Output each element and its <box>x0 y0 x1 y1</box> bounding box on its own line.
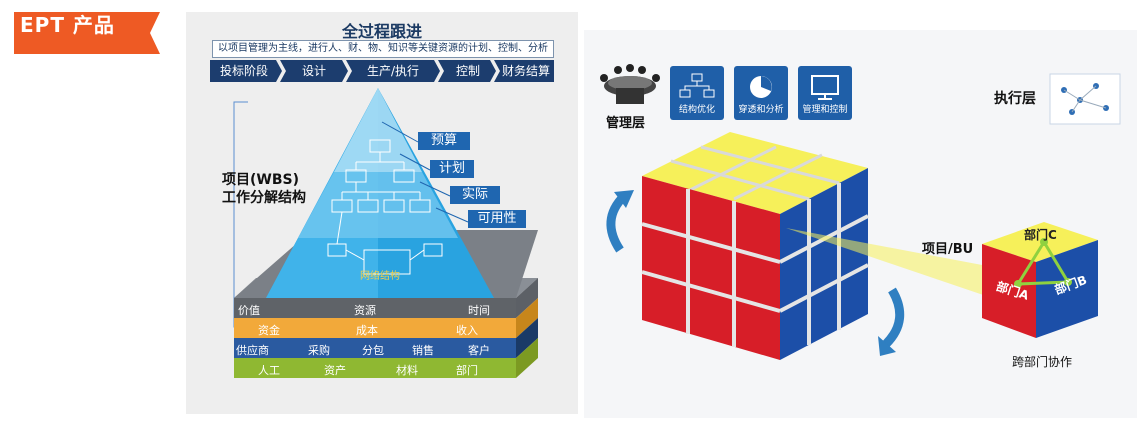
layer2-item: 成本 <box>356 324 378 337</box>
phase-bar: 投标阶段 设计 生产/执行 控制 财务结算 <box>210 60 554 82</box>
org-network-icon <box>1049 73 1121 125</box>
org-chart-icon <box>679 73 715 98</box>
layer3-item: 客户 <box>468 344 490 357</box>
monitor-icon <box>811 75 839 100</box>
layer3-item: 销售 <box>412 344 434 357</box>
execution-layer-label: 执行层 <box>994 91 1036 107</box>
wbs-line1: 项目(WBS) <box>222 172 299 188</box>
phase-settlement: 财务结算 <box>501 64 550 78</box>
tile-structure-label: 结构优化 <box>678 105 715 115</box>
ept-badge <box>14 12 160 54</box>
layer4-item: 材料 <box>396 364 418 377</box>
phase-control: 控制 <box>455 64 480 78</box>
wbs-line2: 工作分解结构 <box>222 190 306 206</box>
panel-title: 全过程跟进 <box>341 22 422 41</box>
pie-chart-icon <box>750 76 772 98</box>
layer1-item: 时间 <box>468 304 490 317</box>
layer1-item: 价值 <box>238 304 260 317</box>
layer-resource-band <box>234 358 516 378</box>
tile-structure: 结构优化 <box>670 66 724 120</box>
layer4-item: 资产 <box>324 364 346 377</box>
wbs-label: 项目(WBS) 工作分解结构 <box>222 171 306 207</box>
dept-c-label: 部门C <box>1024 228 1057 242</box>
box-availability: 可用性 <box>468 210 526 228</box>
management-layer-label: 管理层 <box>606 116 646 131</box>
layer1-item: 资源 <box>354 304 376 317</box>
box-plan: 计划 <box>430 160 474 178</box>
project-bu-label: 项目/BU <box>922 242 974 257</box>
box-budget: 预算 <box>418 132 470 150</box>
pyramid-diagram <box>233 88 538 378</box>
rotate-right-arrow <box>882 287 905 348</box>
layer2-item: 收入 <box>456 324 478 337</box>
department-cube <box>982 222 1098 338</box>
phase-bid: 投标阶段 <box>219 64 268 78</box>
cross-dept-label: 跨部门协作 <box>1012 355 1073 369</box>
layer3-item: 供应商 <box>236 344 269 357</box>
meeting-table-icon <box>600 64 660 104</box>
rotate-left-arrow <box>606 192 628 253</box>
phase-design: 设计 <box>301 64 326 78</box>
tile-control-label: 管理和控制 <box>802 105 848 115</box>
rubiks-cube <box>641 132 998 360</box>
layer-value-band <box>234 298 516 318</box>
network-label: 网络结构 <box>360 271 400 282</box>
tile-analysis: 穿透和分析 <box>734 66 788 120</box>
lifecycle-panel: 全过程跟进 以项目管理为主线，进行人、财、物、知识等关键资源的计划、控制、分析 … <box>186 12 578 414</box>
layer-finance-band <box>234 318 516 338</box>
tile-control: 管理和控制 <box>798 66 852 120</box>
layer3-item: 采购 <box>308 344 330 357</box>
layer4-item: 部门 <box>456 364 478 377</box>
box-actual: 实际 <box>450 186 500 204</box>
phase-production: 生产/执行 <box>366 64 420 78</box>
layer4-item: 人工 <box>258 364 280 377</box>
layer-supply-band <box>234 338 516 358</box>
layer2-item: 资金 <box>258 324 280 337</box>
layer3-item: 分包 <box>362 344 384 357</box>
panel-subtitle: 以项目管理为主线，进行人、财、物、知识等关键资源的计划、控制、分析 <box>212 40 554 58</box>
badge-label: EPT 产品 <box>20 13 115 37</box>
tile-analysis-label: 穿透和分析 <box>738 105 784 115</box>
